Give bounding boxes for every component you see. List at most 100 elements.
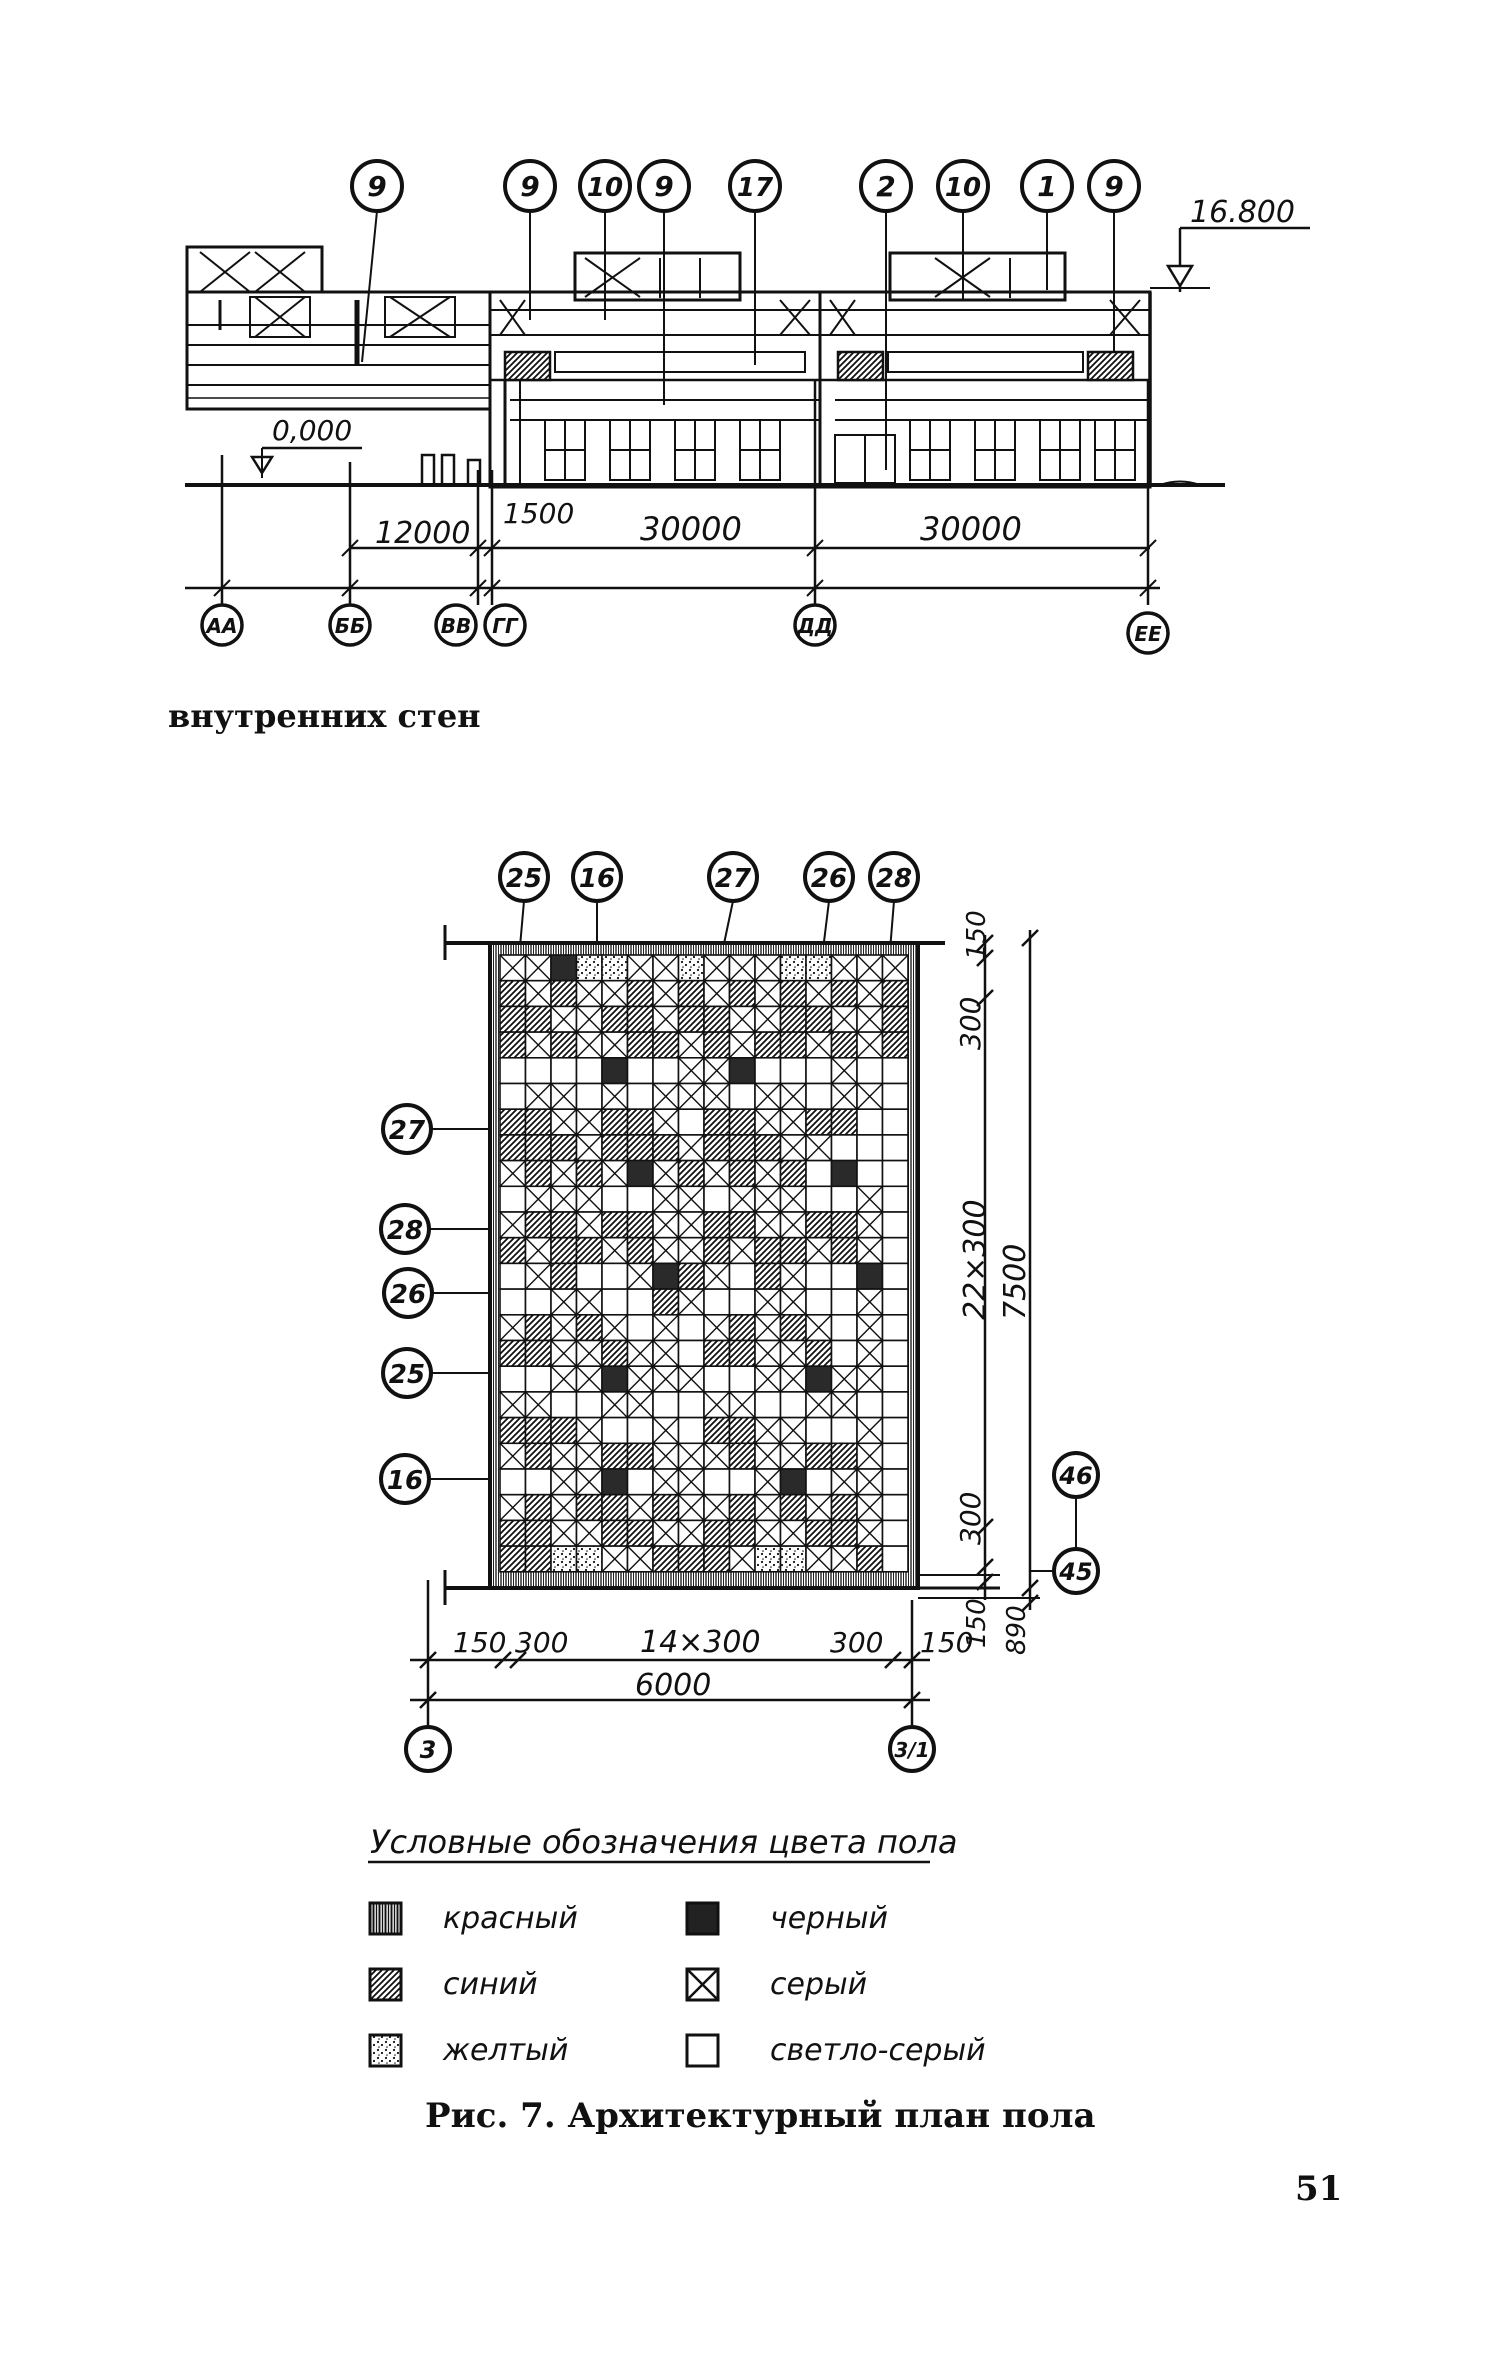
floor-tile <box>703 1519 731 1547</box>
building-right-block <box>818 251 1152 489</box>
floor-tile <box>550 979 578 1008</box>
legend-item-gray: серый <box>685 1967 867 2002</box>
floor-tile-cross <box>729 1391 756 1419</box>
floor-tile <box>779 1468 807 1496</box>
floor-tile-cross <box>678 1468 705 1496</box>
floor-tile-cross <box>754 1005 781 1033</box>
floor-tile <box>499 979 527 1008</box>
floor-tile-cross <box>703 1391 730 1419</box>
floor-tile <box>626 1288 654 1316</box>
floor-tile-cross <box>576 980 603 1007</box>
floor-tile <box>830 979 858 1008</box>
floor-tile <box>601 1442 629 1470</box>
elevation-dimension-labels: 12000 1500 30000 30000 <box>375 497 1022 551</box>
floor-tile <box>575 1493 603 1522</box>
floor-tile-cross <box>882 954 909 982</box>
floor-tile <box>626 1082 654 1111</box>
floor-tile <box>524 1211 552 1239</box>
floor-tile-cross <box>754 1494 781 1521</box>
floor-tile <box>524 1057 552 1085</box>
floor-tile <box>830 1314 858 1342</box>
floor-tile <box>499 1108 527 1136</box>
floor-tile <box>728 1082 756 1111</box>
floor-tile-cross <box>601 1237 628 1264</box>
callout-bubble: 9 <box>350 159 404 213</box>
floor-tile-cross <box>678 1288 705 1316</box>
floor-tile-cross <box>576 1288 603 1316</box>
floor-tile-cross <box>627 1391 654 1419</box>
level-mark-top: 16.800 <box>1150 195 1310 292</box>
floor-tile <box>830 1519 858 1547</box>
floor-tile-cross <box>780 1211 807 1239</box>
floor-tile <box>779 979 807 1008</box>
svg-text:3/1: 3/1 <box>894 1738 929 1762</box>
floor-tile-cross <box>780 1288 807 1316</box>
floor-tile-cross <box>831 1391 858 1419</box>
floor-tile <box>754 1057 782 1085</box>
floor-tile-cross <box>550 1005 577 1033</box>
floor-tile-cross <box>703 980 730 1007</box>
floor-tile <box>779 954 807 982</box>
floor-tile <box>499 1519 527 1547</box>
floor-tile-cross <box>856 1005 883 1033</box>
plan-left-callouts: 27 28 26 25 16 <box>379 1103 600 1505</box>
floor-tile-cross <box>856 1314 883 1341</box>
floor-tile <box>550 1211 578 1239</box>
floor-tile <box>779 1031 807 1059</box>
floor-tile <box>881 1391 909 1419</box>
floor-tile <box>524 1545 552 1573</box>
floor-tile <box>524 1519 552 1547</box>
floor-tile-cross <box>805 1134 832 1162</box>
callout-row: 9 9 10 9 17 2 <box>350 159 1141 470</box>
floor-tile-cross <box>550 1519 577 1547</box>
floor-tile-cross <box>627 1365 654 1393</box>
floor-tile <box>575 1391 603 1419</box>
floor-tile <box>601 1288 629 1316</box>
floor-tile-cross <box>703 1442 730 1470</box>
floor-tile-cross <box>652 1468 679 1496</box>
floor-tile-grid <box>499 954 909 1573</box>
svg-text:28: 28 <box>387 1216 423 1246</box>
axis-bubble: 3/1 <box>888 1725 936 1773</box>
floor-tile <box>626 1211 654 1239</box>
floor-tile <box>830 1288 858 1316</box>
floor-tile-cross <box>754 1160 781 1187</box>
floor-tile-cross <box>754 1442 781 1470</box>
svg-text:14×300: 14×300 <box>640 1625 761 1660</box>
floor-tile <box>499 1082 527 1111</box>
floor-tile <box>499 1057 527 1085</box>
floor-tile-cross <box>754 1211 781 1239</box>
floor-tile <box>703 1236 731 1265</box>
floor-tile <box>677 1545 705 1573</box>
plan-bottom-dimensions <box>410 1580 930 1725</box>
floor-tile-cross <box>652 1417 679 1444</box>
floor-tile-cross <box>550 1365 577 1393</box>
floor-tile-cross <box>627 1494 654 1521</box>
plan-frame <box>443 925 1000 1605</box>
svg-text:890: 890 <box>1002 1605 1032 1655</box>
floor-tile-cross <box>550 1340 577 1367</box>
floor-tile <box>626 1159 654 1188</box>
floor-tile <box>805 1159 833 1188</box>
floor-tile <box>805 1211 833 1239</box>
floor-tile-cross <box>780 1185 807 1213</box>
floor-tile-cross <box>703 1083 730 1110</box>
svg-text:45: 45 <box>1058 1558 1092 1586</box>
floor-tile-cross <box>754 1185 781 1213</box>
callout-bubble: 28 <box>868 851 920 903</box>
floor-tile <box>575 954 603 982</box>
floor-tile-cross <box>499 1442 526 1470</box>
floor-tile <box>626 1185 654 1213</box>
plan-bottom-axes: 3 3/1 <box>404 1725 936 1773</box>
floor-tile-cross <box>652 1083 679 1110</box>
floor-tile-cross <box>550 1494 577 1521</box>
axis-bubble: ЕЕ <box>1126 611 1170 655</box>
floor-tile <box>499 1339 527 1368</box>
floor-tile <box>728 1365 756 1393</box>
floor-tile-cross <box>729 1185 756 1213</box>
floor-tile <box>626 1057 654 1085</box>
floor-tile <box>524 1288 552 1316</box>
floor-tile <box>728 1468 756 1496</box>
floor-tile <box>779 1391 807 1419</box>
floor-tile <box>652 1493 680 1522</box>
